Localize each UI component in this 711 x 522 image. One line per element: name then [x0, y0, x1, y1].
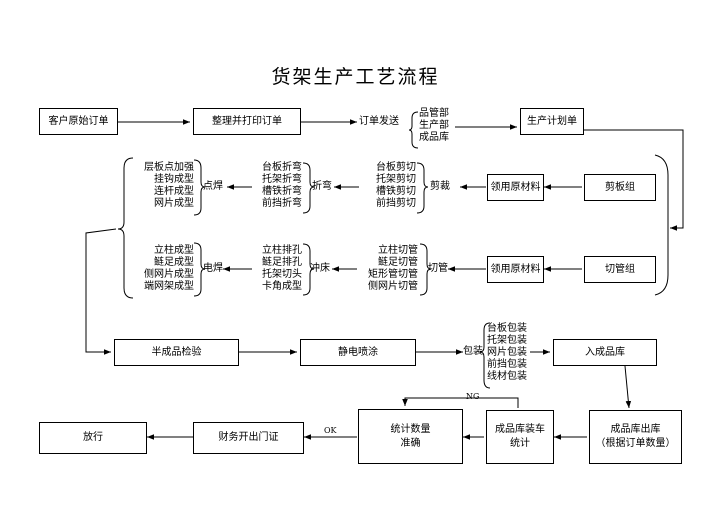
bend-label: 折弯 — [312, 181, 332, 192]
list-item: 托架剪切 — [376, 174, 416, 185]
list-item: 前挡剪切 — [376, 198, 416, 209]
customer-order-box: 客户原始订单 — [39, 108, 118, 135]
spray-label: 静电喷涂 — [338, 346, 378, 358]
shear-group-label: 剪板组 — [605, 181, 635, 193]
tube-group-label: 切管组 — [605, 263, 635, 275]
list-item: 鲢足切管 — [378, 257, 418, 268]
warehouse-in-label: 入成品库 — [585, 346, 625, 358]
pack-label: 包装 — [463, 346, 483, 357]
warehouse-in-box: 入成品库 — [553, 339, 657, 366]
pack-list: 台板包装 托架包装 网片包装 前挡包装 线材包装 — [487, 323, 527, 383]
loading-note: 统计 — [510, 438, 530, 449]
warehouse-out-label: 成品库出库 — [610, 424, 661, 435]
list-item: 台板剪切 — [376, 162, 416, 173]
customer-order-label: 客户原始订单 — [48, 115, 109, 127]
get-material-box-1: 领用原材料 — [487, 174, 544, 201]
list-item: 托架折弯 — [262, 174, 302, 185]
punch-label: 冲床 — [310, 263, 330, 274]
semi-inspect-box: 半成品检验 — [114, 339, 239, 366]
list-item: 台板包装 — [487, 323, 527, 334]
list-item: 层板点加强 — [144, 162, 194, 173]
dept-item: 生产部 — [419, 120, 449, 131]
list-item: 端网架成型 — [144, 281, 194, 292]
count-box: 统计数量 准确 — [358, 409, 463, 464]
list-item: 前挡包装 — [487, 359, 527, 370]
list-item: 网片成型 — [154, 198, 194, 209]
list-item: 槽铁剪切 — [376, 186, 416, 197]
list-item: 挂钩成型 — [154, 174, 194, 185]
list-item: 鲢足排孔 — [262, 257, 302, 268]
print-order-box: 整理并打印订单 — [193, 108, 301, 135]
list-item: 托架包装 — [487, 335, 527, 346]
list-item: 线材包装 — [487, 371, 527, 382]
tube-group-box: 切管组 — [584, 256, 656, 283]
finance-box: 财务开出门证 — [193, 422, 304, 454]
ng-label: NG — [466, 392, 480, 401]
shear-group-box: 剪板组 — [584, 174, 656, 201]
release-label: 放行 — [83, 432, 103, 443]
spot-weld-list: 层板点加强 挂钩成型 连杆成型 网片成型 — [134, 162, 194, 210]
diagram-title: 货架生产工艺流程 — [271, 66, 440, 88]
loading-label: 成品库装车 — [495, 424, 545, 435]
spot-weld-label: 点焊 — [203, 181, 223, 192]
list-item: 侧网片切管 — [368, 281, 418, 292]
count-note: 准确 — [400, 437, 421, 449]
list-item: 卡角成型 — [262, 281, 302, 292]
order-send-label: 订单发送 — [359, 116, 399, 127]
shear-label: 剪裁 — [430, 181, 450, 192]
count-label: 统计数量 — [390, 423, 431, 435]
list-item: 连杆成型 — [154, 186, 194, 197]
list-item: 网片包装 — [487, 347, 527, 358]
get-material-label: 领用原材料 — [490, 181, 541, 193]
dept-list: 品管部 生产部 成品库 — [419, 108, 449, 144]
list-item: 鲢足成型 — [154, 257, 194, 268]
list-item: 台板折弯 — [262, 162, 302, 173]
dept-item: 品管部 — [419, 108, 449, 119]
list-item: 托架切头 — [262, 269, 302, 280]
production-plan-box: 生产计划单 — [520, 108, 584, 135]
ok-label: OK — [324, 426, 337, 435]
shear-list: 台板剪切 托架剪切 槽铁剪切 前挡剪切 — [362, 162, 416, 210]
list-item: 槽铁折弯 — [262, 186, 302, 197]
release-box: 放行 — [39, 422, 147, 454]
bend-list: 台板折弯 托架折弯 槽铁折弯 前挡折弯 — [248, 162, 302, 210]
loading-box: 成品库装车 统计 — [486, 410, 554, 464]
semi-inspect-label: 半成品检验 — [151, 346, 202, 358]
list-item: 前挡折弯 — [262, 198, 302, 209]
print-order-label: 整理并打印订单 — [212, 115, 282, 127]
get-material-label: 领用原材料 — [490, 263, 541, 275]
arc-weld-label: 电焊 — [203, 263, 223, 274]
punch-list: 立柱排孔 鲢足排孔 托架切头 卡角成型 — [248, 245, 302, 293]
finance-label: 财务开出门证 — [218, 432, 279, 443]
tube-list: 立柱切管 鲢足切管 矩形管切管 侧网片切管 — [352, 245, 418, 293]
list-item: 立柱成型 — [154, 245, 194, 256]
list-item: 矩形管切管 — [368, 269, 418, 280]
list-item: 立柱切管 — [378, 245, 418, 256]
production-plan-label: 生产计划单 — [527, 115, 577, 127]
spray-box: 静电喷涂 — [300, 339, 416, 366]
dept-item: 成品库 — [419, 132, 449, 143]
warehouse-out-box: 成品库出库 （根据订单数量） — [589, 410, 682, 464]
get-material-box-2: 领用原材料 — [487, 256, 544, 283]
warehouse-out-note: （根据订单数量） — [595, 438, 676, 449]
tube-cut-label: 切管 — [428, 263, 448, 274]
list-item: 立柱排孔 — [262, 245, 302, 256]
list-item: 侧网片成型 — [144, 269, 194, 280]
arc-weld-list: 立柱成型 鲢足成型 侧网片成型 端网架成型 — [124, 245, 194, 293]
